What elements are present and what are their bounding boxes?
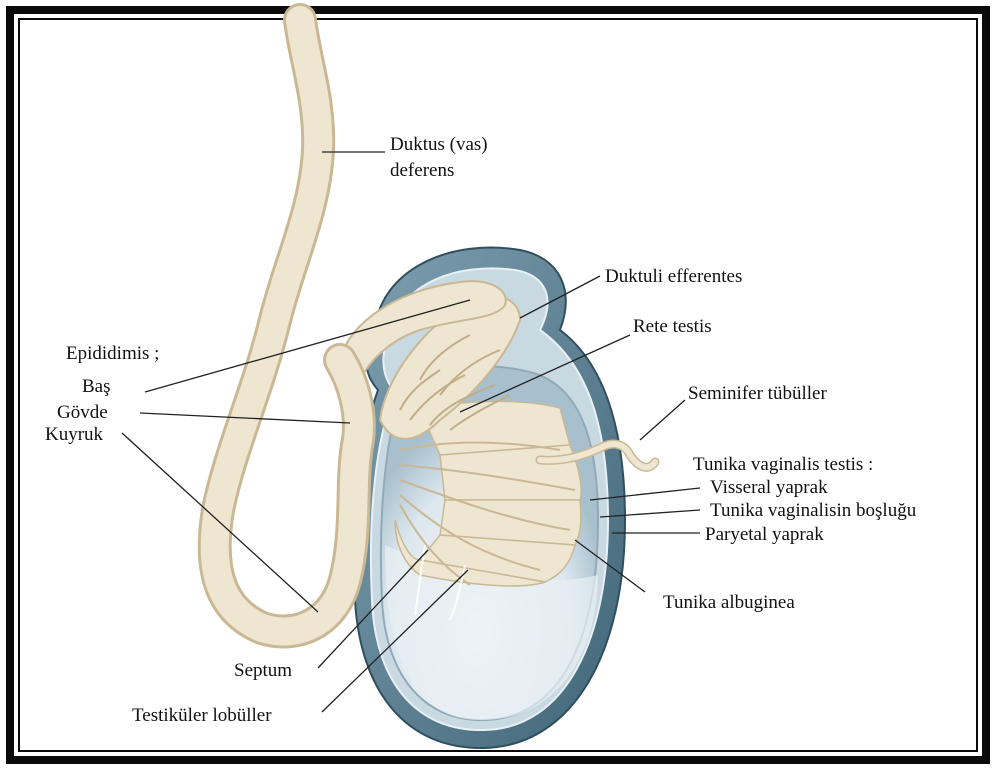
label-epididimis: Epididimis ; xyxy=(66,343,159,365)
label-visseral-yaprak: Visseral yaprak xyxy=(710,477,828,499)
label-tunika-vaginalis-testis: Tunika vaginalis testis : xyxy=(693,454,873,476)
label-duktus-deferens-1: Duktus (vas) xyxy=(390,134,488,156)
label-kuyruk: Kuyruk xyxy=(45,424,103,446)
label-rete-testis: Rete testis xyxy=(633,316,712,338)
label-seminifer-tubuller: Seminifer tübüller xyxy=(688,383,827,405)
label-govde: Gövde xyxy=(57,402,108,424)
label-tunika-vaginalisin-boslugu: Tunika vaginalisin boşluğu xyxy=(710,500,916,522)
label-paryetal-yaprak: Paryetal yaprak xyxy=(705,524,824,546)
label-bas: Baş xyxy=(82,376,111,398)
label-tunika-albuginea: Tunika albuginea xyxy=(663,592,795,614)
label-duktuli-efferentes: Duktuli efferentes xyxy=(605,266,742,288)
label-testikuler-lobuller: Testiküler lobüller xyxy=(132,705,272,727)
label-septum: Septum xyxy=(234,660,292,682)
label-duktus-deferens-2: deferens xyxy=(390,160,454,182)
